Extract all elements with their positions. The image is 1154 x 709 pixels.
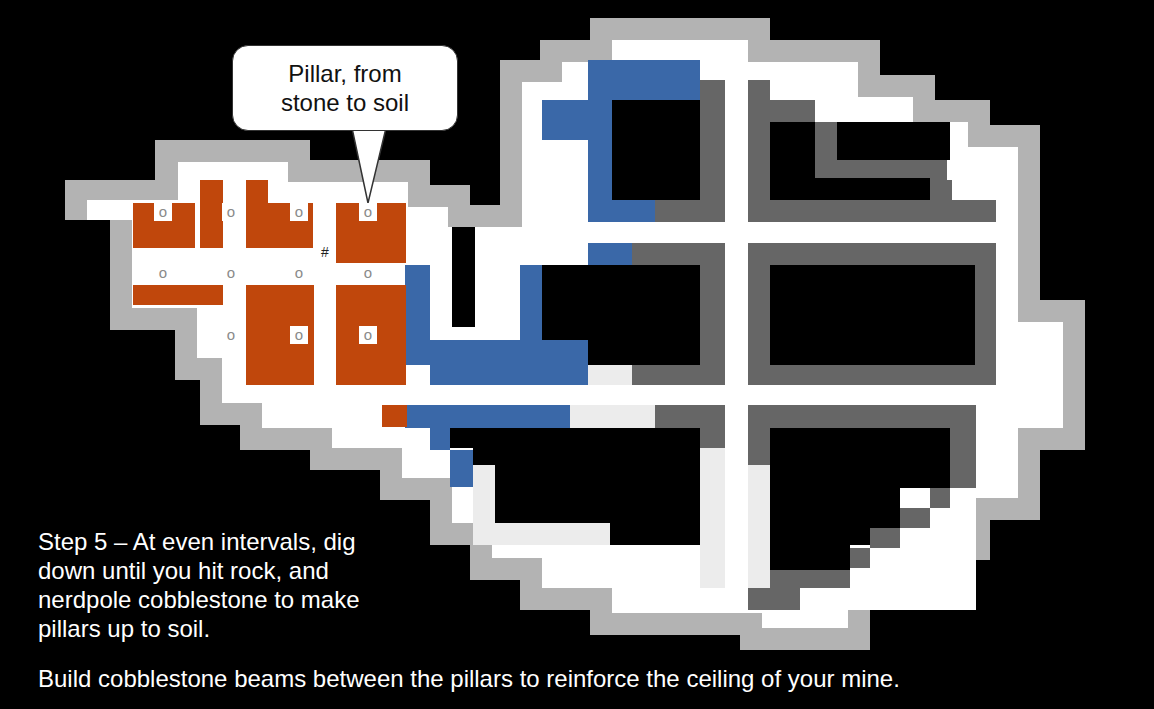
pillar-marker: o — [154, 203, 172, 221]
pillar-blocks — [133, 180, 407, 427]
outer-rim — [65, 18, 1085, 650]
rooms — [405, 60, 996, 610]
step-note: Build cobblestone beams between the pill… — [38, 664, 1138, 693]
pillar-marker: o — [290, 203, 308, 221]
pillar-marker: o — [359, 326, 377, 344]
pillar-marker: o — [222, 203, 240, 221]
pillar-marker: o — [222, 326, 240, 344]
pillar-marker: o — [154, 264, 172, 282]
callout-bubble: Pillar, from stone to soil — [232, 45, 458, 131]
step-note: Step 5 – At even intervals, dig down unt… — [38, 527, 390, 643]
pillar-marker: o — [290, 326, 308, 344]
pillar-marker: o — [359, 203, 377, 221]
pillar-marker: o — [359, 264, 377, 282]
beam-marker: # — [318, 244, 332, 260]
pillar-marker: o — [222, 264, 240, 282]
pillar-marker: o — [290, 264, 308, 282]
callout-tail — [352, 128, 386, 203]
callout-text: Pillar, from stone to soil — [260, 59, 430, 117]
